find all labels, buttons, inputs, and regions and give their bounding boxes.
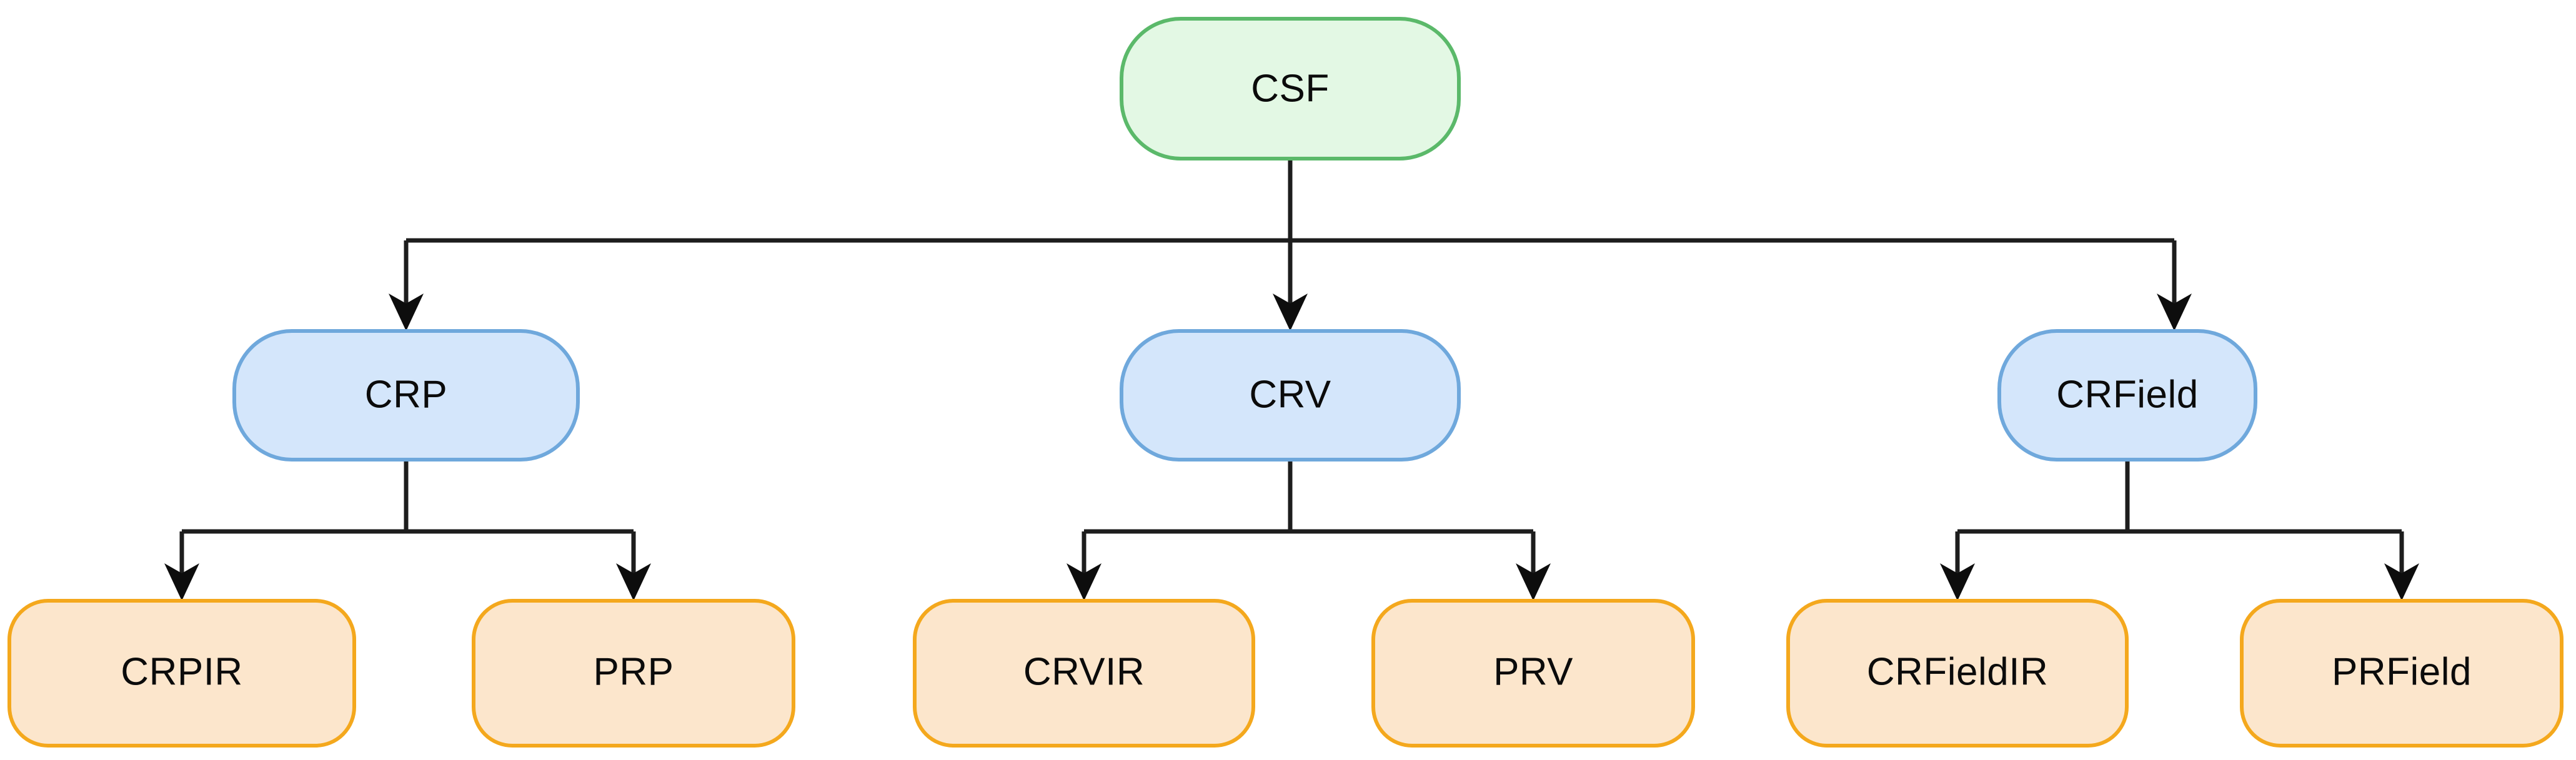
node-crpir-shape[interactable] [7,599,356,748]
node-prp[interactable]: PRP [472,599,795,748]
node-crfieldir-label: CRFieldIR [1867,650,2048,693]
node-prv[interactable]: PRV [1371,599,1695,748]
node-crv-label: CRV [1249,373,1331,416]
node-prv-label: PRV [1493,650,1573,693]
node-csf-shape[interactable] [1120,17,1461,160]
node-csf[interactable]: CSF [1120,17,1461,160]
node-prfield[interactable]: PRField [2240,599,2564,748]
node-prfield-shape[interactable] [2240,599,2564,748]
node-crv-shape[interactable] [1120,329,1461,461]
node-crfield[interactable]: CRField [1997,329,2257,461]
node-prfield-label: PRField [2332,650,2472,693]
arrowhead-crv-to-prv [1516,563,1551,601]
arrowhead-csf-to-crv [1273,294,1308,331]
edge-group-crfield [1940,460,2419,601]
node-crfieldir-shape[interactable] [1786,599,2129,748]
node-csf-label: CSF [1251,67,1330,110]
node-crp-shape[interactable] [232,329,580,461]
node-crvir[interactable]: CRVIR [913,599,1255,748]
edge-group-root [389,159,2192,331]
node-prp-shape[interactable] [472,599,795,748]
arrowhead-csf-to-crfield [2157,294,2192,331]
node-crp-label: CRP [365,373,447,416]
edge-group-crp [164,460,651,601]
node-crvir-shape[interactable] [913,599,1255,748]
node-prp-label: PRP [594,650,674,693]
node-crvir-label: CRVIR [1023,650,1145,693]
node-crfield-shape[interactable] [1997,329,2257,461]
arrowhead-csf-to-crp [389,294,424,331]
node-crpir-label: CRPIR [121,650,242,693]
arrowhead-crv-to-crvir [1067,563,1102,601]
node-crp[interactable]: CRP [232,329,580,461]
node-crpir[interactable]: CRPIR [7,599,356,748]
arrowhead-crp-to-prp [616,563,651,601]
node-crfieldir[interactable]: CRFieldIR [1786,599,2129,748]
arrowhead-crp-to-crpir [164,563,199,601]
edge-group-crv [1067,460,1551,601]
node-crv[interactable]: CRV [1120,329,1461,461]
arrowhead-crfield-to-crfieldir [1940,563,1975,601]
node-crfield-label: CRField [2056,373,2198,416]
node-prv-shape[interactable] [1371,599,1695,748]
arrowhead-crfield-to-prfield [2384,563,2419,601]
